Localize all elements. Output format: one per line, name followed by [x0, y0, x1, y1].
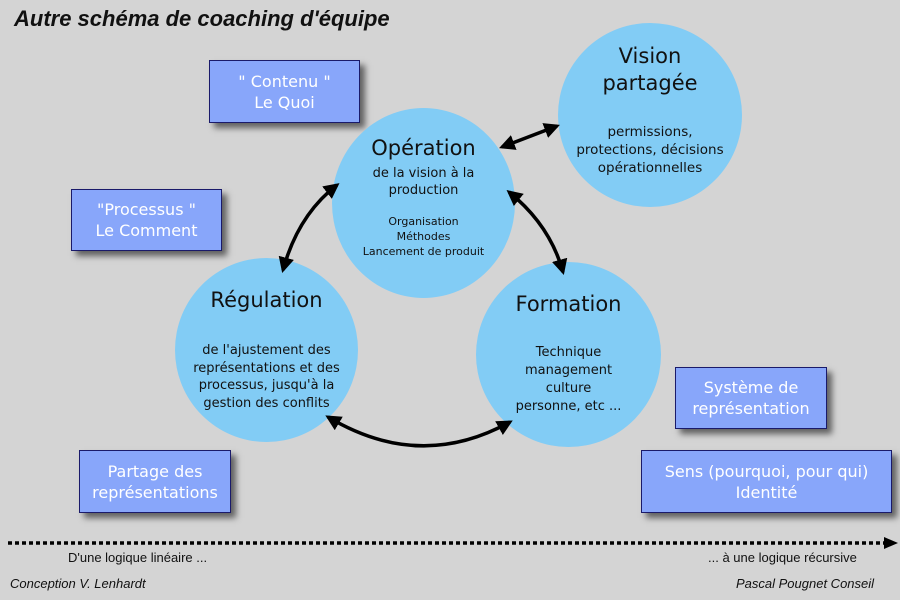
circle-vision: Vision partagée permissions, protections… — [558, 23, 742, 207]
circle-formation-title: Formation — [515, 292, 622, 316]
box-contenu: " Contenu " Le Quoi — [209, 60, 360, 123]
circle-formation-body: Technique management culture personne, e… — [515, 345, 622, 414]
arrow-regulation-formation — [325, 415, 513, 448]
circle-regulation-title: Régulation — [210, 288, 323, 312]
circle-operation-body: de la vision à la production — [372, 166, 475, 198]
circle-operation-methods: Organisation Méthodes Lancement de produ… — [362, 215, 485, 258]
circle-operation: Opération de la vision à la production O… — [332, 108, 515, 298]
box-sens: Sens (pourquoi, pour qui) Identité — [641, 450, 892, 513]
timeline-arrowhead — [884, 537, 898, 549]
timeline-left-label: D'une logique linéaire ... — [68, 550, 208, 565]
box-processus: "Processus " Le Comment — [71, 189, 222, 251]
footer-credit-left: Conception V. Lenhardt — [10, 576, 146, 591]
circle-vision-title: Vision partagée — [602, 44, 698, 95]
arrow-regulation-operation — [278, 183, 340, 274]
arrow-operation-formation — [506, 190, 568, 276]
circle-formation: Formation Technique management culture p… — [476, 262, 661, 447]
footer-credit-right: Pascal Pougnet Conseil — [736, 576, 875, 591]
circle-regulation: Régulation de l'ajustement des représent… — [175, 258, 358, 442]
timeline-right-label: ... à une logique récursive — [708, 550, 857, 565]
circle-operation-title: Opération — [371, 136, 476, 160]
circle-vision-body: permissions, protections, décisions opér… — [576, 124, 724, 176]
arrow-operation-vision — [499, 123, 560, 150]
box-systeme: Système de représentation — [675, 367, 827, 429]
circle-regulation-body: de l'ajustement des représentations et d… — [193, 343, 340, 411]
diagram-title: Autre schéma de coaching d'équipe — [14, 6, 390, 31]
box-partage: Partage des représentations — [79, 450, 231, 513]
